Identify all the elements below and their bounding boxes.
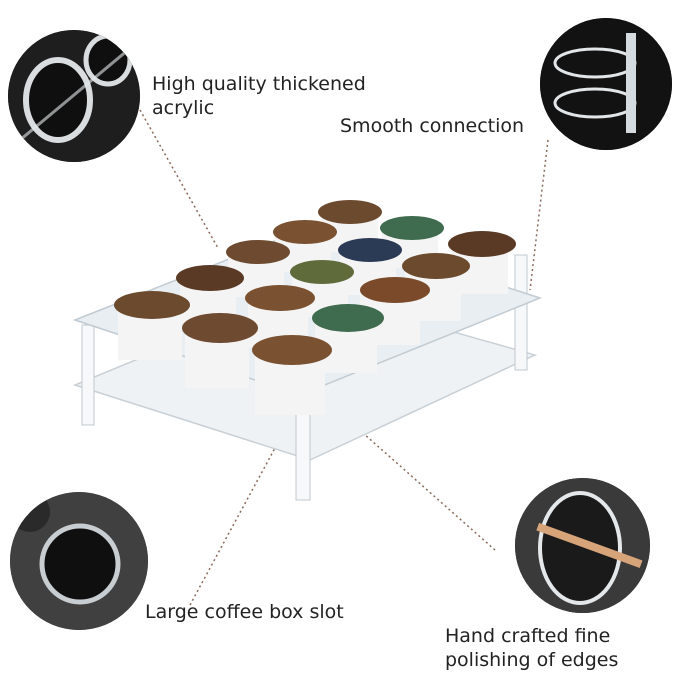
pod <box>252 335 332 415</box>
connection-closeup-image <box>540 18 672 150</box>
label-slot: Large coffee box slot <box>145 601 344 623</box>
leg <box>514 254 528 371</box>
leader-line-connection <box>529 139 549 291</box>
pod <box>182 313 258 388</box>
label-acrylic: High quality thickened acrylic <box>152 73 366 119</box>
pod <box>114 291 190 360</box>
label-polishing: Hand crafted fine polishing of edges <box>445 625 619 671</box>
label-connection: Smooth connection <box>340 115 525 137</box>
leader-line-acrylic <box>139 109 219 249</box>
slot-closeup-image <box>10 492 148 630</box>
pod <box>312 304 384 373</box>
leader-line-slot <box>189 447 276 606</box>
acrylic-closeup-image <box>8 30 140 162</box>
leader-line-polishing <box>319 394 496 551</box>
pod <box>338 238 402 295</box>
pod <box>360 277 430 345</box>
coffee-pods <box>114 200 516 415</box>
leg <box>81 324 95 426</box>
polishing-closeup-image <box>515 478 650 613</box>
